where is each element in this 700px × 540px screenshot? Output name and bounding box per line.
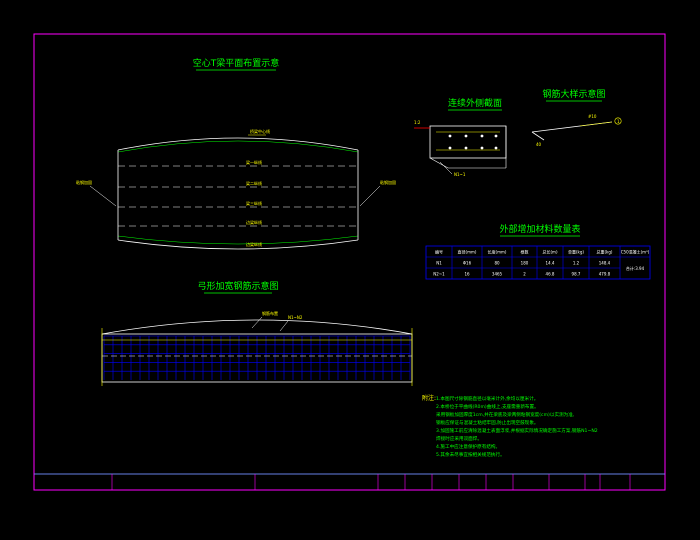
section-label-bottom: N1~1 [454,172,466,177]
materials-cell: 46.8 [546,272,555,277]
materials-cell: N2~1 [433,272,445,277]
arch-label-a: 钢筋布置 [262,310,278,316]
note-line: 3.加固施工前应清除混凝土表面浮浆,并根据实际情况确定施工方案,钢筋N1~N2 [436,427,598,434]
section-body [429,125,507,159]
plan-left-leader [89,185,117,207]
arch-rebar-grid [103,335,411,380]
materials-header-cell: 编号 [435,249,443,255]
plan-right-leader [359,185,381,207]
section-view-title: 连续外侧截面 [448,97,502,109]
notes-title: 附注: [422,394,436,402]
arch-end-marks [101,328,413,386]
detail-label-c: 1 [617,119,620,124]
note-line: 钢板应保证与混凝土粘结牢固,防止出现空鼓现象。 [436,419,539,426]
section-rebar-dots [448,134,498,150]
materials-header-cell: 单重(kg) [568,249,584,255]
section-leader [439,161,453,175]
materials-cell: 180 [521,261,529,266]
materials-header-cell: 直径(mm) [458,249,477,255]
plan-view-title: 空心T梁平面布置示意 [193,57,280,69]
materials-cell: 1.2 [573,261,580,266]
materials-table: 外部增加材料数量表 编号 直径(mm) 长度(mm) 根数 总长(m) 单重(k… [425,223,651,280]
materials-header-cell: 总长(m) [542,249,557,255]
arch-leader-a [251,316,263,329]
materials-cell: 148.4 [599,261,611,266]
materials-cell: 80 [494,261,500,266]
sheet-border [33,33,666,491]
section-view: 连续外侧截面 1:2 N1~1 [414,97,507,177]
note-line: 5.其余未尽事宜按相关规范执行。 [436,451,505,458]
materials-cell: 14.4 [546,261,555,266]
note-line: 焊接时应采用双面焊。 [436,435,482,442]
note-line: 2.本桥位于平曲线(R0m)曲线上,支座需重新布置。 [436,403,539,410]
materials-cell: 3465 [492,272,503,277]
plan-row-label-3: 梁三纵线 [246,200,262,206]
title-block-cells [111,474,631,490]
section-label-left: 1:2 [414,120,421,125]
materials-header-cell: 长度(mm) [488,249,507,255]
materials-cell: 2 [523,272,526,277]
arch-label-b: N1~N2 [288,315,303,320]
plan-right-label: 粘钢加固 [380,179,396,185]
plan-top-label: 桥梁中心线 [250,128,270,134]
materials-table-outline [425,245,651,280]
materials-cell: Φ16 [463,261,472,266]
note-line: 4.施工中应注意保护原有结构。 [436,443,500,450]
arch-view-title: 弓形加宽钢筋示意图 [197,280,278,292]
plan-row-label-1: 梁一纵线 [246,159,262,165]
note-line: 采用钢板加固厚度1cm,并在梁底及梁两侧粘钢宽度(cm)以实测为准, [436,411,575,418]
plan-left-label: 粘钢加固 [76,179,92,185]
detail-bar-slope [579,121,613,127]
materials-header-cell: 总重(kg) [597,249,613,255]
detail-view: 钢筋大样示意图 #10 40 1 [531,88,622,147]
detail-label-a: #10 [588,114,597,119]
plan-beam-lines [118,165,358,227]
detail-bar-hook [531,131,545,141]
detail-marker-circle [614,117,622,125]
plan-view: 空心T梁平面布置示意 梁一纵线 梁二纵线 梁三纵线 边梁纵线 边梁纵线 桥梁中心… [76,57,396,250]
materials-table-lines [426,246,650,279]
materials-cell: 16 [464,272,470,277]
arch-curve [101,319,413,335]
materials-header-cell: C50混凝土(m³) [621,249,650,255]
materials-cell: 479.8 [599,272,611,277]
arch-view: 弓形加宽钢筋示意图 钢筋布置 N1~N2 [101,280,413,386]
plan-top-edge [117,137,359,151]
plan-row-label-2: 梁二纵线 [246,180,262,186]
materials-header-cell: 根数 [521,249,529,255]
materials-merged-cell: 合计:3.94 [626,265,645,271]
plan-row-label-4: 边梁纵线 [246,219,262,225]
note-line: 1.本图尺寸除钢筋直径以毫米计外,余均以厘米计。 [436,395,538,402]
plan-top-edge-inner [117,140,359,153]
detail-view-title: 钢筋大样示意图 [542,88,605,100]
materials-cell: N1 [436,261,442,266]
plan-bottom-edge [117,239,359,250]
materials-table-title: 外部增加材料数量表 [499,223,580,235]
plan-bottom-edge-inner [117,235,359,245]
title-block-frame [33,473,666,491]
arch-leader-b [279,320,289,332]
notes-block: 附注: 1.本图尺寸除钢筋直径以毫米计外,余均以厘米计。 2.本桥位于平曲线(R… [422,394,598,458]
materials-cell: 98.7 [572,272,581,277]
detail-label-b: 40 [536,142,542,147]
plan-row-label-5: 边梁纵线 [246,241,262,247]
section-slope [429,157,449,169]
